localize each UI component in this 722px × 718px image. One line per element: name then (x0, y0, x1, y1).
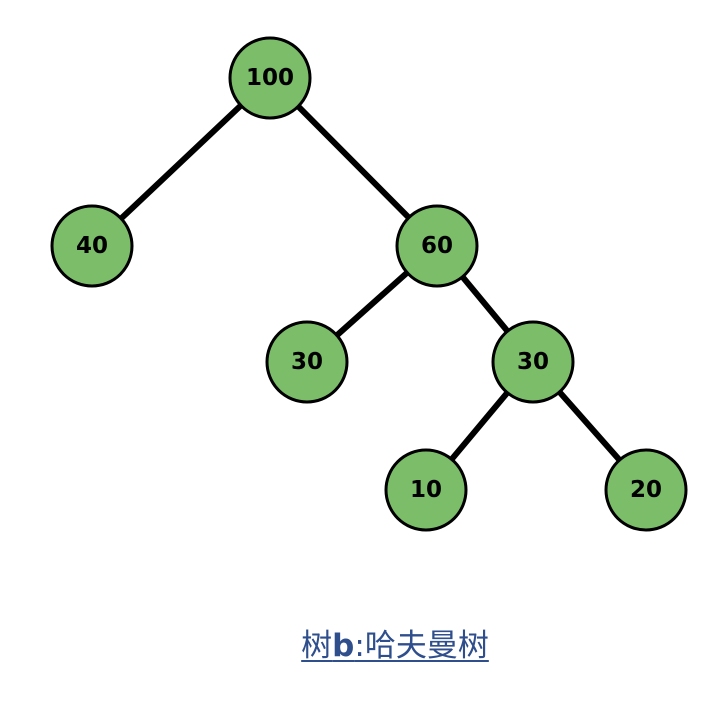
tree-node: 30 (491, 320, 575, 404)
tree-node: 30 (265, 320, 349, 404)
node-label: 40 (76, 233, 108, 259)
node-circle (384, 448, 468, 532)
node-circle (50, 204, 134, 288)
tree-node: 20 (604, 448, 688, 532)
nodes-layer: 100 40 60 30 30 10 20 (50, 36, 688, 532)
caption-letter: b (332, 628, 355, 664)
node-label: 100 (246, 65, 294, 91)
tree-diagram: 100 40 60 30 30 10 20 (50, 36, 688, 532)
tree-node: 100 (228, 36, 312, 120)
node-circle (228, 36, 312, 120)
caption-link[interactable]: 树b:哈夫曼树 (301, 628, 489, 664)
node-label: 20 (630, 477, 662, 503)
node-label: 30 (517, 349, 549, 375)
node-label: 30 (291, 349, 323, 375)
node-label: 60 (421, 233, 453, 259)
edges-layer (89, 75, 649, 493)
node-circle (395, 204, 479, 288)
caption-suffix: :哈夫曼树 (354, 628, 489, 664)
caption-prefix: 树 (301, 628, 333, 664)
tree-node: 10 (384, 448, 468, 532)
node-circle (491, 320, 575, 404)
node-circle (265, 320, 349, 404)
node-label: 10 (410, 477, 442, 503)
tree-node: 40 (50, 204, 134, 288)
caption: 树b:哈夫曼树 (0, 624, 722, 668)
tree-node: 60 (395, 204, 479, 288)
node-circle (604, 448, 688, 532)
